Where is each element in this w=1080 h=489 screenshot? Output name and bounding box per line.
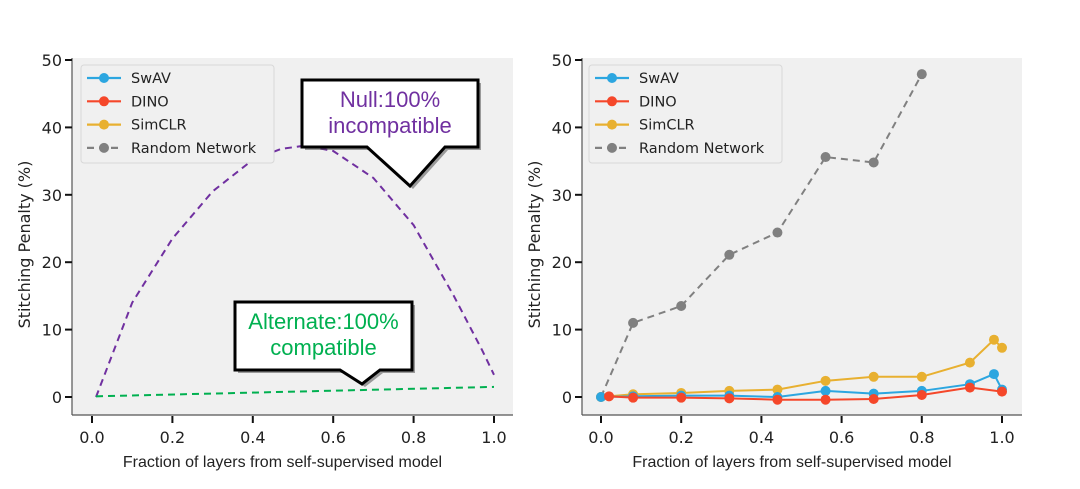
data-point-random-network <box>772 227 783 238</box>
legend-label: SwAV <box>131 71 171 87</box>
y-tick-label: 40 <box>552 118 572 137</box>
x-axis-label: Fraction of layers from self-supervised … <box>632 454 951 471</box>
callout-alternate: Alternate:100%compatible <box>233 300 415 387</box>
x-tick-label: 0.6 <box>829 428 854 447</box>
data-point-swav <box>596 392 606 402</box>
legend-marker-icon <box>99 119 109 130</box>
callout-null: Null:100%incompatible <box>300 78 481 189</box>
x-tick-label: 0.8 <box>909 428 934 447</box>
legend-label: SimCLR <box>131 118 187 134</box>
data-point-dino <box>772 394 783 405</box>
y-tick-label: 30 <box>42 186 62 205</box>
legend: SwAV DINO SimCLR Random Network <box>588 64 783 164</box>
legend: SwAV DINO SimCLR Random Network <box>80 64 275 164</box>
y-tick-label: 50 <box>552 51 572 70</box>
x-tick-label: 0.6 <box>320 428 345 447</box>
y-tick-label: 20 <box>42 253 62 272</box>
series-line-null <box>95 144 495 398</box>
y-tick-label: 0 <box>52 388 62 407</box>
data-point-dino <box>964 382 975 393</box>
legend-marker-icon <box>99 96 109 107</box>
data-point-random-network <box>724 249 735 260</box>
x-tick-label: 0.4 <box>240 428 265 447</box>
legend-marker-icon <box>607 142 617 153</box>
x-tick-label: 1.0 <box>989 428 1014 447</box>
y-tick-label: 10 <box>42 321 62 340</box>
data-point-simclr <box>868 371 879 382</box>
series-line-dino <box>608 386 1003 401</box>
legend-marker-icon <box>99 73 109 83</box>
y-tick-label: 50 <box>42 51 62 70</box>
y-axis-label: Stitching Penalty (%) <box>15 161 34 329</box>
callout-text: incompatible <box>328 113 452 138</box>
legend-label: Random Network <box>639 141 765 157</box>
data-point-dino <box>628 392 639 403</box>
legend-marker-icon <box>99 142 109 153</box>
legend-label: SimCLR <box>639 118 695 134</box>
callout-text: Alternate:100% <box>248 309 398 334</box>
data-point-dino <box>676 392 687 403</box>
data-point-simclr <box>964 357 975 368</box>
data-point-dino <box>997 386 1007 397</box>
legend-label: DINO <box>639 94 677 110</box>
x-tick-label: 1.0 <box>481 428 506 447</box>
y-tick-label: 20 <box>552 253 572 272</box>
legend-label: Random Network <box>131 141 257 157</box>
data-point-random-network <box>676 301 687 312</box>
data-point-random-network <box>868 157 879 168</box>
callout-box <box>233 300 414 386</box>
y-tick-label: 10 <box>552 321 572 340</box>
x-tick-label: 0.8 <box>401 428 426 447</box>
x-tick-label: 0.2 <box>160 428 185 447</box>
y-tick-label: 40 <box>42 118 62 137</box>
x-axis-label: Fraction of layers from self-supervised … <box>123 454 442 471</box>
series-line-random-network <box>600 73 923 398</box>
series-line-alternate <box>95 385 495 398</box>
legend-box <box>588 64 783 164</box>
legend-marker-icon <box>607 73 617 83</box>
legend-marker-icon <box>607 119 617 130</box>
data-point-simclr <box>997 342 1007 353</box>
y-tick-label: 0 <box>562 388 572 407</box>
data-point-random-network <box>916 69 927 80</box>
x-tick-label: 0.0 <box>588 428 613 447</box>
y-axis-label: Stitching Penalty (%) <box>525 161 544 329</box>
data-point-simclr <box>772 384 783 395</box>
callout-text: compatible <box>270 335 376 360</box>
data-point-random-network <box>628 317 639 328</box>
x-tick-label: 0.2 <box>668 428 693 447</box>
data-point-simclr <box>988 334 999 345</box>
x-tick-label: 0.0 <box>79 428 104 447</box>
data-point-dino <box>916 389 927 400</box>
x-tick-label: 0.4 <box>749 428 774 447</box>
legend-label: SwAV <box>639 71 679 87</box>
legend-box <box>80 64 275 164</box>
data-point-dino <box>820 394 831 405</box>
data-point-dino <box>724 393 735 404</box>
data-point-swav <box>820 385 831 396</box>
data-point-swav <box>988 369 999 380</box>
callout-box <box>300 78 480 189</box>
callout-text: Null:100% <box>340 87 440 112</box>
legend-label: DINO <box>131 94 169 110</box>
data-point-simclr <box>820 375 831 386</box>
data-point-dino <box>604 391 615 402</box>
data-point-random-network <box>820 152 831 163</box>
legend-marker-icon <box>607 96 617 107</box>
data-point-dino <box>868 394 879 405</box>
data-point-simclr <box>916 371 927 382</box>
y-tick-label: 30 <box>552 186 572 205</box>
